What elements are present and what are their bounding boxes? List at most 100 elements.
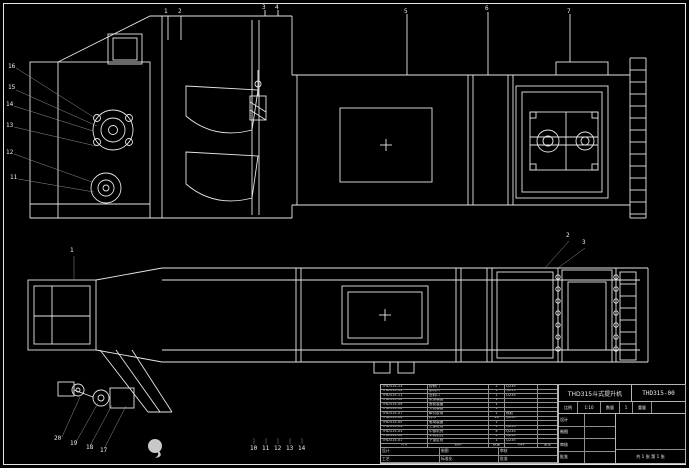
bom-cell: 2 <box>489 434 505 438</box>
bom-cell <box>538 394 557 398</box>
plan-view-leaders <box>61 240 586 450</box>
callout-label: 2 <box>178 8 182 15</box>
bom-cell: 2 <box>489 385 505 389</box>
bom-cell: 1 <box>489 412 505 416</box>
bom-cell: THD315-12 <box>381 389 428 393</box>
bom-header-row: 代号名称数量材料备注 <box>381 443 557 448</box>
callout-label: 17 <box>100 447 108 454</box>
bom-cell <box>538 385 557 389</box>
callout-label: 10 <box>250 445 258 452</box>
bom-cell: THD315-08 <box>381 407 428 411</box>
bom-cell: THD315-04 <box>381 425 428 429</box>
bom-cell <box>505 421 538 425</box>
bom-cell: THD315-02 <box>381 434 428 438</box>
bom-cell: 上部区段 <box>428 425 489 429</box>
bom-cell: THD315-05 <box>381 421 428 425</box>
bom-cell: 料斗 <box>428 416 489 420</box>
role-label: 设计 <box>559 414 585 426</box>
bom-cell: 备注 <box>543 443 552 447</box>
bom-cell: 驱动装置 <box>428 421 489 425</box>
bom-cell: 检修门 <box>428 385 489 389</box>
sheet-border <box>3 3 686 465</box>
title-block: THD315斗式提升机 THD315-00 比例 1:10 数量 1 重量 设计… <box>558 384 686 464</box>
callout-label: 12 <box>274 445 282 452</box>
qty-label: 数量 <box>601 402 620 413</box>
bom-cell: Q235 <box>505 439 538 443</box>
bom-cell: THD315-13 <box>381 385 428 389</box>
title-block-info-row: 比例 1:10 数量 1 重量 <box>559 402 685 414</box>
title-block-right: 共 1 张 第 1 张 <box>616 414 685 463</box>
side-view-leaders <box>13 67 98 193</box>
bom-cell: THD315-01 <box>381 439 428 443</box>
callout-label: 11 <box>262 445 270 452</box>
weight-value <box>652 402 685 413</box>
callout-label: 18 <box>86 444 94 451</box>
callout-label: 16 <box>8 63 16 70</box>
callout-label: 13 <box>286 445 294 452</box>
bom-cell: 代号 <box>381 443 428 447</box>
bom-cell: THD315-06 <box>381 416 428 420</box>
bom-cell: 下部区段 <box>428 439 489 443</box>
bom-cell <box>538 430 557 434</box>
callout-label: 2 <box>566 232 570 239</box>
bom-cell: 中间机壳 <box>428 434 489 438</box>
bom-cell: 头轮装置 <box>428 407 489 411</box>
role-label: 批准 <box>559 451 585 463</box>
role-blank <box>585 427 615 439</box>
bom-footer-cell: 设计 <box>381 448 440 455</box>
bom-cell: Q235 <box>505 425 538 429</box>
signature-row: 批准 <box>559 451 615 463</box>
scale-label: 比例 <box>559 402 578 413</box>
bom-cell: 名称 <box>428 443 489 447</box>
signature-row: 审核 <box>559 439 615 452</box>
stamp-mark <box>148 439 162 458</box>
role-label: 制图 <box>559 426 585 438</box>
callout-label: 3 <box>582 239 586 246</box>
role-label: 审核 <box>559 439 585 451</box>
bom-cell: Q235 <box>505 394 538 398</box>
bom-cell <box>538 417 557 421</box>
bom-footer-cell: 工艺 <box>381 455 440 462</box>
callout-label: 19 <box>70 440 78 447</box>
bom-cell: Q235 <box>505 385 538 389</box>
weight-label: 重量 <box>633 402 652 413</box>
callout-label: 3 <box>262 4 266 11</box>
bom-cell: 底轮装置 <box>428 403 489 407</box>
bom-cell <box>505 407 538 411</box>
callout-label: 4 <box>275 4 279 11</box>
signature-row: 设计 <box>559 414 615 427</box>
bom-cell: 1 <box>489 403 505 407</box>
drawing-title: THD315斗式提升机 <box>559 385 632 401</box>
bom-cell <box>538 390 557 394</box>
signature-column: 设计 制图 审核 批准 <box>559 414 616 463</box>
callout-label: 1 <box>70 247 74 254</box>
bom-footer-cell: 标准化 <box>440 455 499 462</box>
callout-label: 15 <box>8 84 16 91</box>
bom-cell <box>538 435 557 439</box>
bom-cell: 1 <box>489 394 505 398</box>
bom-cell <box>505 403 538 407</box>
sheet-note: 共 1 张 第 1 张 <box>636 453 665 459</box>
callout-label: 6 <box>485 5 489 12</box>
callout-label: 11 <box>10 174 18 181</box>
callout-label: 1 <box>164 8 168 15</box>
bom-cell: THD315-03 <box>381 430 428 434</box>
bom-cell: 1 <box>489 421 505 425</box>
bom-cell: 材料 <box>505 443 538 447</box>
title-block-blank <box>616 414 685 450</box>
